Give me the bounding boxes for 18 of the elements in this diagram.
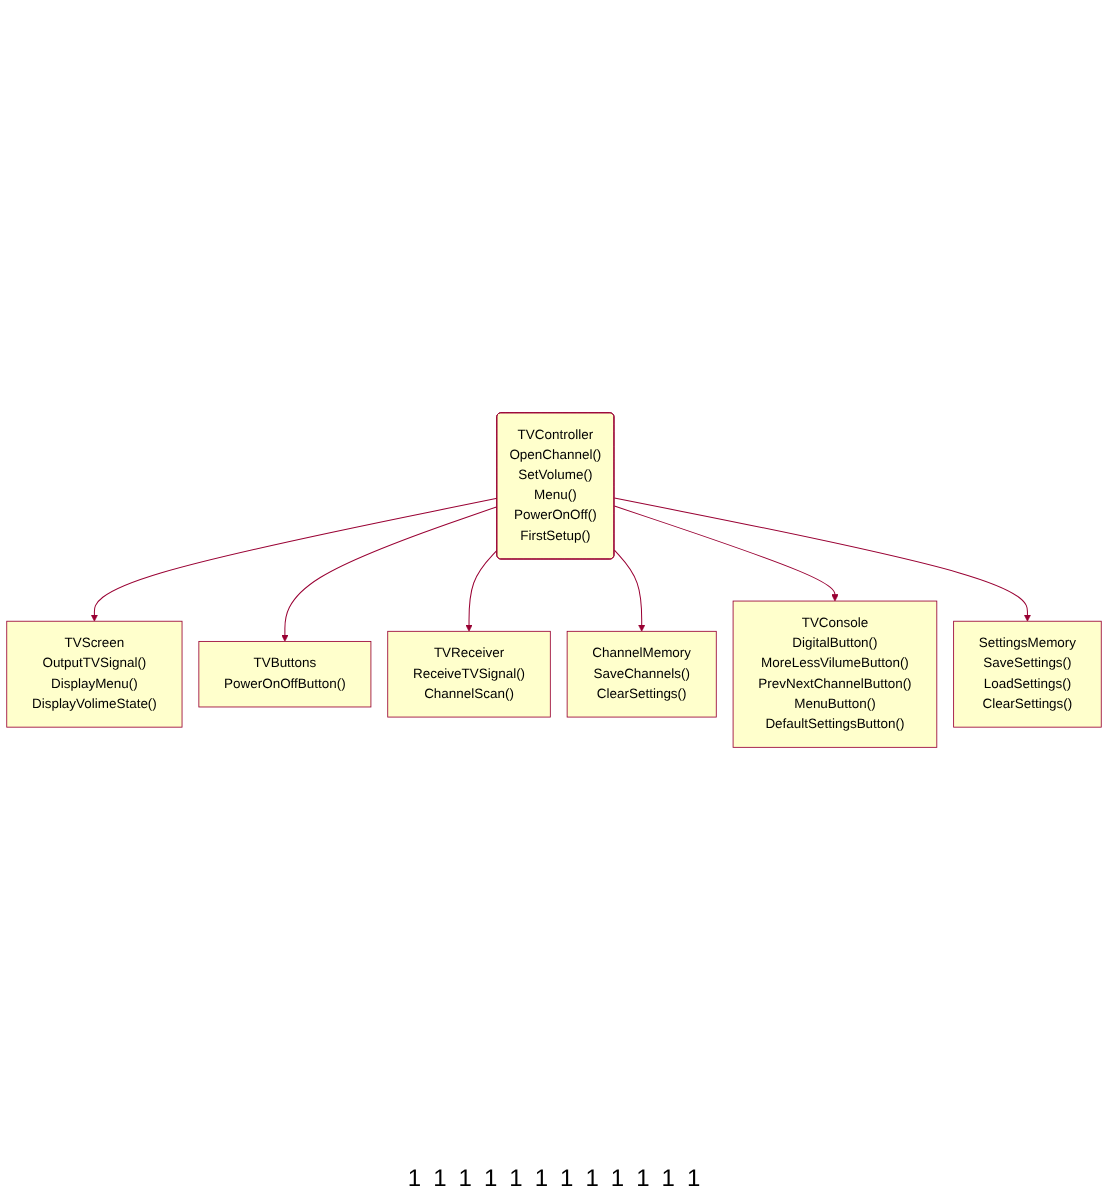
multiplicity-label: 1	[483, 1164, 498, 1192]
multiplicity-label: 1	[560, 1164, 574, 1192]
arrow	[465, 549, 498, 632]
multiplicity-label: 1	[661, 1164, 675, 1192]
arrow	[613, 549, 646, 632]
arrow	[281, 506, 498, 642]
multiplicity-label: 1	[610, 1164, 625, 1192]
multiplicity-label: 1	[585, 1164, 599, 1192]
arrow	[613, 497, 1032, 622]
arrow	[613, 505, 839, 602]
multiplicity-label: 1	[433, 1164, 447, 1192]
multiplicity-label: 1	[686, 1164, 701, 1192]
multiplicity-label: 1	[636, 1164, 650, 1192]
multiplicity-label: 1	[509, 1164, 523, 1192]
multiplicity-label: 1	[407, 1164, 422, 1192]
multiplicity-label: 1	[458, 1164, 472, 1192]
arrow	[90, 497, 498, 622]
multiplicity-label: 1	[534, 1164, 548, 1192]
